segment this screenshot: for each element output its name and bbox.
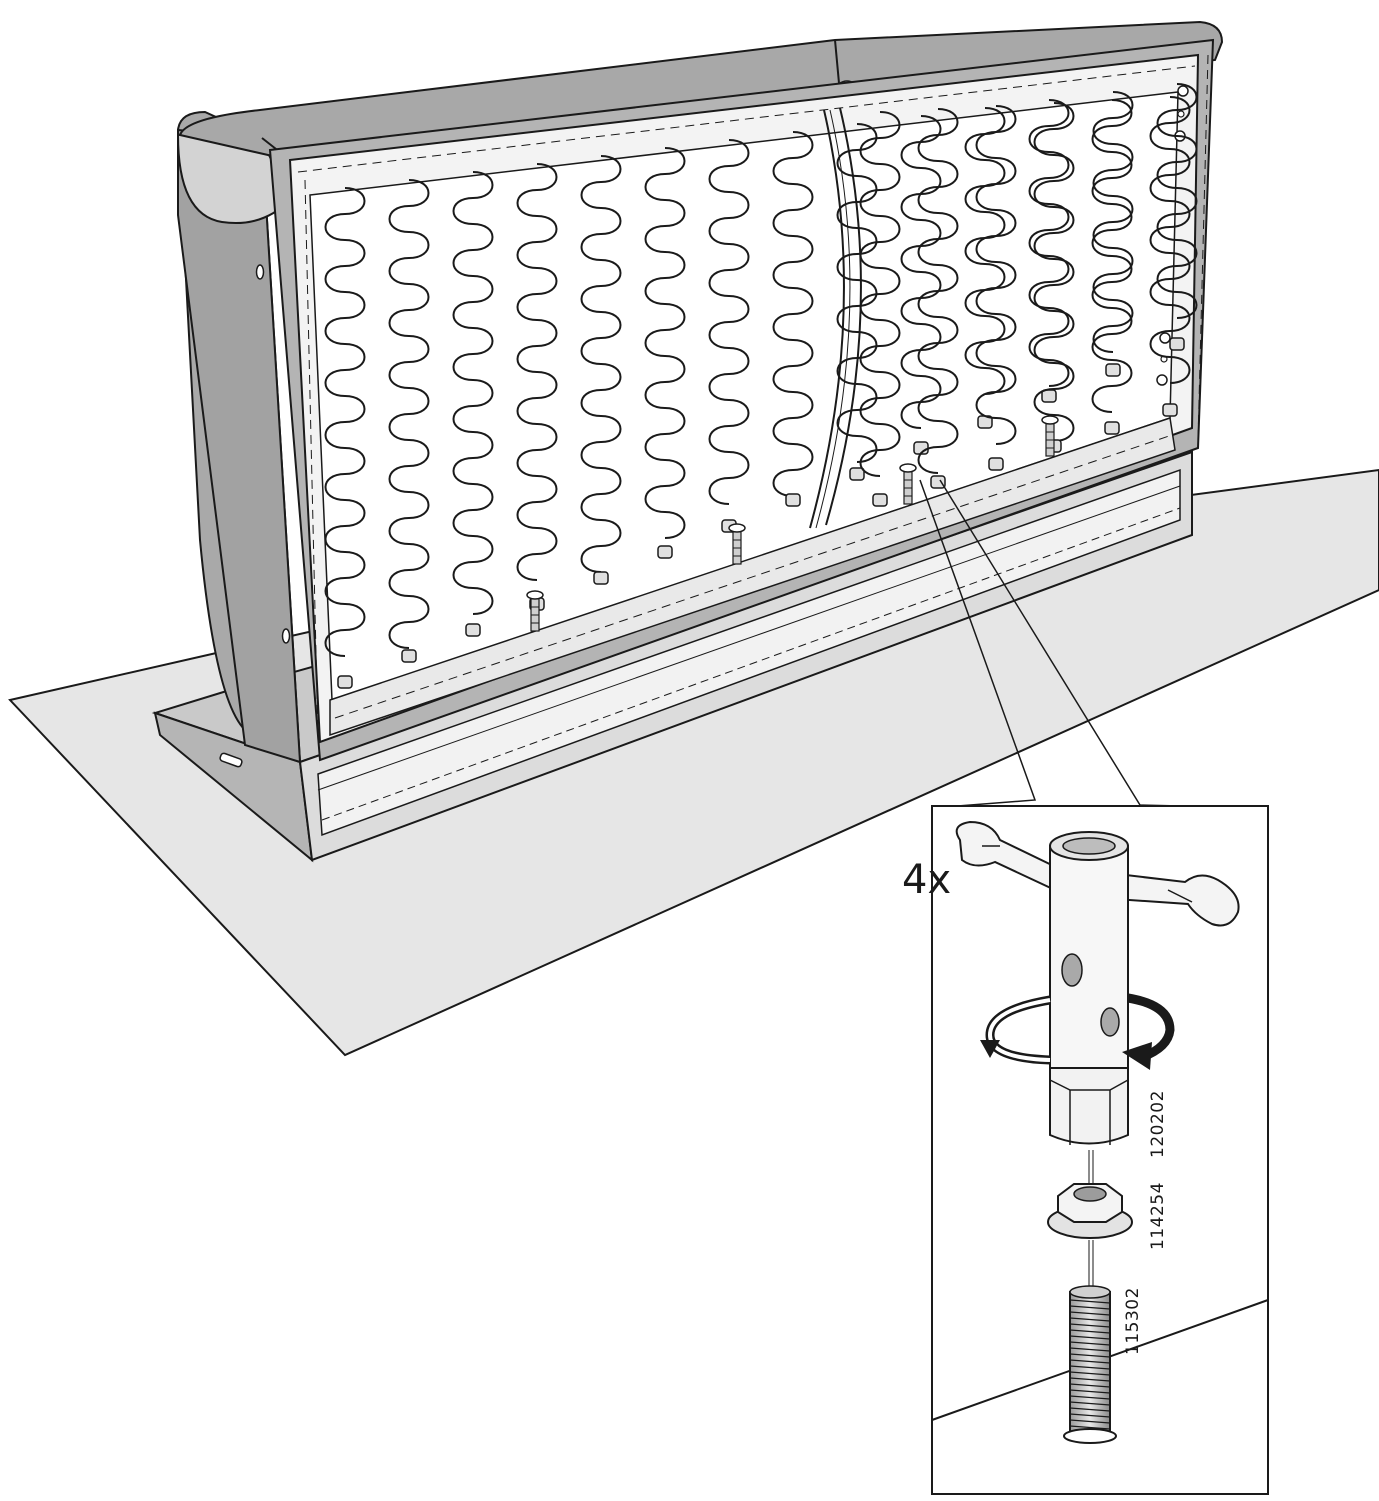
spring-clip (401, 649, 417, 663)
bolt-thread (1069, 1329, 1111, 1334)
spring-clip (849, 467, 865, 481)
spring-wire (917, 108, 959, 474)
quantity-label: 4x (902, 857, 951, 903)
spring-clip (1169, 337, 1185, 351)
spring-wire (388, 179, 430, 649)
bolt-thread (1069, 1323, 1111, 1328)
frame-bolt (526, 590, 544, 632)
spring-clip (872, 493, 888, 507)
spring-clip (1105, 363, 1121, 377)
spring-wire (1033, 102, 1075, 442)
bolt-thread (1069, 1407, 1111, 1412)
bolt-thread (1069, 1377, 1111, 1382)
part-number-wrench: 120202 (1148, 1090, 1168, 1158)
t-wrench-icon (955, 820, 1240, 1145)
bolt-thread (1069, 1371, 1111, 1376)
spring-wire (859, 111, 901, 477)
spring-clip (930, 475, 946, 489)
spring-wire (1149, 96, 1191, 384)
bolt-thread (1069, 1347, 1111, 1352)
bolt-thread (1069, 1365, 1111, 1370)
bolt-thread (1069, 1335, 1111, 1340)
spring-wire (708, 139, 750, 505)
spring-clip (785, 493, 801, 507)
frame-bolt (1041, 415, 1059, 457)
part-number-nut: 114254 (1148, 1182, 1168, 1250)
bolt-thread (1069, 1341, 1111, 1346)
frame-bolts (526, 415, 1059, 632)
bolt-thread (1069, 1305, 1111, 1310)
left-armrest (176, 110, 302, 764)
bolt-thread (1069, 1383, 1111, 1388)
spring-wire (644, 147, 686, 539)
spring-wire (836, 123, 878, 463)
spring-clip (593, 571, 609, 585)
spring-wire (516, 163, 558, 581)
bolt-thread (1069, 1413, 1111, 1418)
bolt-icon (1063, 1240, 1117, 1444)
spring-wire (964, 107, 1006, 395)
spring-clip (337, 675, 353, 689)
spring-wire (1091, 99, 1133, 413)
bolt-thread (1069, 1317, 1111, 1322)
bolt-thread (1069, 1425, 1111, 1430)
bolt-thread (1069, 1395, 1111, 1400)
bolt-thread (1069, 1419, 1111, 1424)
frame-bolt (728, 523, 746, 565)
spring-wire (900, 115, 942, 429)
spring-wire (975, 105, 1017, 445)
spring-clip (1104, 421, 1120, 435)
spring-wire (580, 155, 622, 573)
spring-clip (465, 623, 481, 637)
spring-clip (988, 457, 1004, 471)
spring-wire (772, 131, 814, 497)
spring-wire (324, 187, 366, 657)
spring-clip (1041, 389, 1057, 403)
spring-wire (452, 171, 494, 615)
bolt-thread (1069, 1299, 1111, 1304)
bolt-thread (1069, 1389, 1111, 1394)
hex-nut-icon (1047, 1150, 1133, 1239)
spring-clip (1162, 403, 1178, 417)
bolt-thread (1069, 1353, 1111, 1358)
spring-wire (1092, 91, 1134, 353)
bolt-thread (1069, 1311, 1111, 1316)
spring-clip (657, 545, 673, 559)
spring-wire (1156, 83, 1198, 319)
bolt-thread (1069, 1401, 1111, 1406)
part-number-bolt: 115302 (1123, 1287, 1143, 1355)
rotate-arrow-icon (980, 993, 1175, 1070)
frame-bolt (899, 463, 917, 505)
spring-wire (1028, 99, 1070, 387)
bolt-thread (1069, 1359, 1111, 1364)
